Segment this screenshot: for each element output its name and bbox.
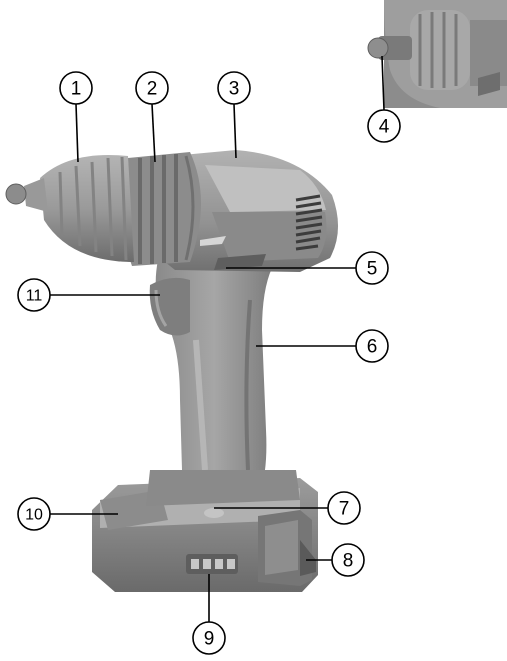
callout-3-label: 3 — [229, 79, 240, 100]
callout-8: 8 — [331, 543, 365, 577]
callout-4: 4 — [367, 109, 401, 143]
callout-5: 5 — [355, 251, 389, 285]
callout-8-label: 8 — [343, 551, 354, 572]
leader-2 — [151, 103, 156, 163]
callout-4-label: 4 — [379, 117, 390, 138]
leader-lines — [50, 55, 385, 622]
callout-9-label: 9 — [204, 629, 215, 650]
leader-1 — [75, 103, 79, 163]
callout-1-label: 1 — [71, 79, 82, 100]
callout-11: 11 — [17, 278, 51, 312]
callout-3: 3 — [217, 71, 251, 105]
bit-holder-inset — [367, 0, 507, 108]
chuck — [5, 154, 134, 262]
callout-2: 2 — [135, 71, 169, 105]
leader-3 — [233, 103, 237, 159]
callout-11-label: 11 — [26, 288, 43, 305]
callouts: 1 2 3 4 5 6 7 8 9 10 11 — [17, 71, 401, 655]
callout-6: 6 — [355, 329, 389, 363]
callout-2-label: 2 — [147, 79, 158, 100]
torque-collar — [120, 152, 201, 266]
trigger — [149, 277, 190, 336]
leader-4 — [381, 55, 385, 111]
callout-9: 9 — [192, 621, 226, 655]
callout-10: 10 — [17, 497, 51, 531]
callout-7-label: 7 — [339, 499, 350, 520]
callout-5-label: 5 — [367, 259, 378, 280]
air-vents — [295, 194, 323, 251]
callout-6-label: 6 — [367, 337, 378, 358]
callout-7: 7 — [327, 491, 361, 525]
callout-1: 1 — [59, 71, 93, 105]
callout-10-label: 10 — [25, 507, 43, 524]
